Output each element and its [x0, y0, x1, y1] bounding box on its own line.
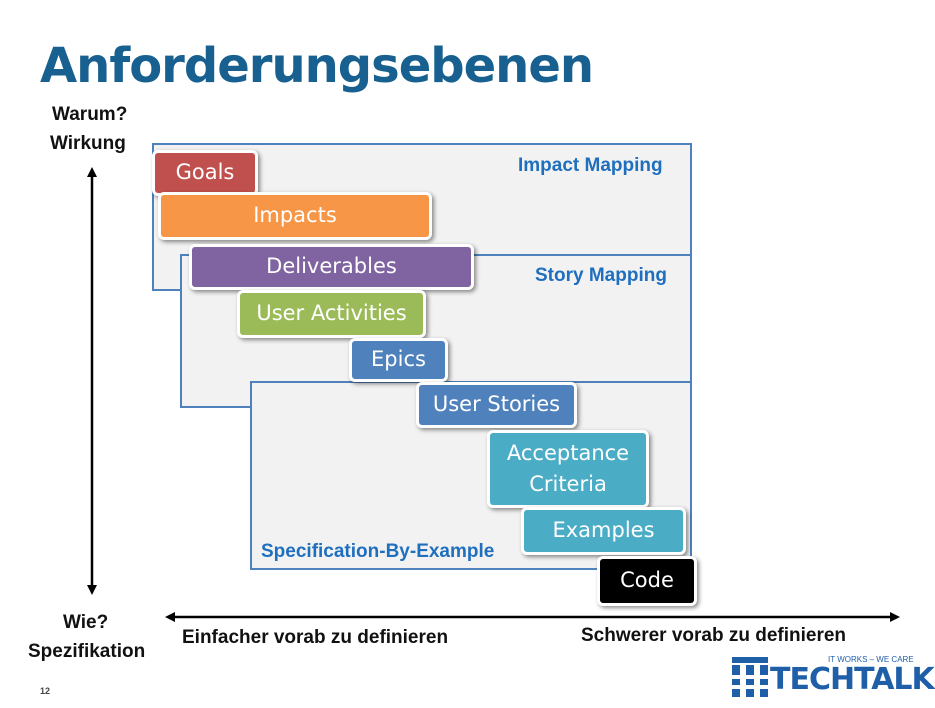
- page-title: Anforderungsebenen: [40, 38, 594, 94]
- box-deliverables-label: Deliverables: [266, 254, 397, 279]
- page-number: 12: [40, 686, 51, 696]
- box-code-label: Code: [620, 568, 674, 593]
- techtalk-logo-icon: [732, 657, 768, 697]
- box-epics-label: Epics: [371, 347, 426, 372]
- region-label-story-mapping: Story Mapping: [535, 265, 667, 286]
- box-user-stories: User Stories: [416, 382, 577, 428]
- horizontal-axis-left-label: Einfacher vorab zu definieren: [182, 627, 449, 648]
- box-user-activities: User Activities: [237, 290, 426, 338]
- region-label-specification-by-example: Specification-By-Example: [261, 541, 495, 562]
- box-acceptance-line2: Criteria: [529, 472, 607, 496]
- box-goals-label: Goals: [175, 160, 235, 185]
- box-user-stories-label: User Stories: [432, 392, 561, 417]
- vertical-axis-bottom-line1: Wie?: [63, 612, 109, 633]
- box-code: Code: [597, 556, 697, 606]
- vertical-axis-top-line1: Warum?: [52, 104, 128, 125]
- box-impacts: Impacts: [158, 192, 432, 240]
- logo-word: TECHTALK: [770, 662, 935, 697]
- logo-tagline: IT WORKS – WE CARE: [828, 655, 914, 664]
- vertical-axis-top-line2: Wirkung: [50, 133, 126, 154]
- box-acceptance-criteria: Acceptance Criteria: [487, 430, 649, 508]
- region-label-impact-mapping: Impact Mapping: [518, 155, 663, 176]
- box-acceptance-line1: Acceptance: [506, 440, 630, 465]
- box-epics: Epics: [349, 338, 448, 382]
- box-user-activities-label: User Activities: [256, 301, 407, 326]
- vertical-axis-bottom-line2: Spezifikation: [28, 641, 146, 662]
- box-deliverables: Deliverables: [189, 244, 474, 290]
- box-examples-label: Examples: [552, 518, 655, 543]
- horizontal-axis-right-label: Schwerer vorab zu definieren: [581, 625, 847, 646]
- box-examples: Examples: [521, 507, 686, 555]
- box-impacts-label: Impacts: [253, 203, 337, 228]
